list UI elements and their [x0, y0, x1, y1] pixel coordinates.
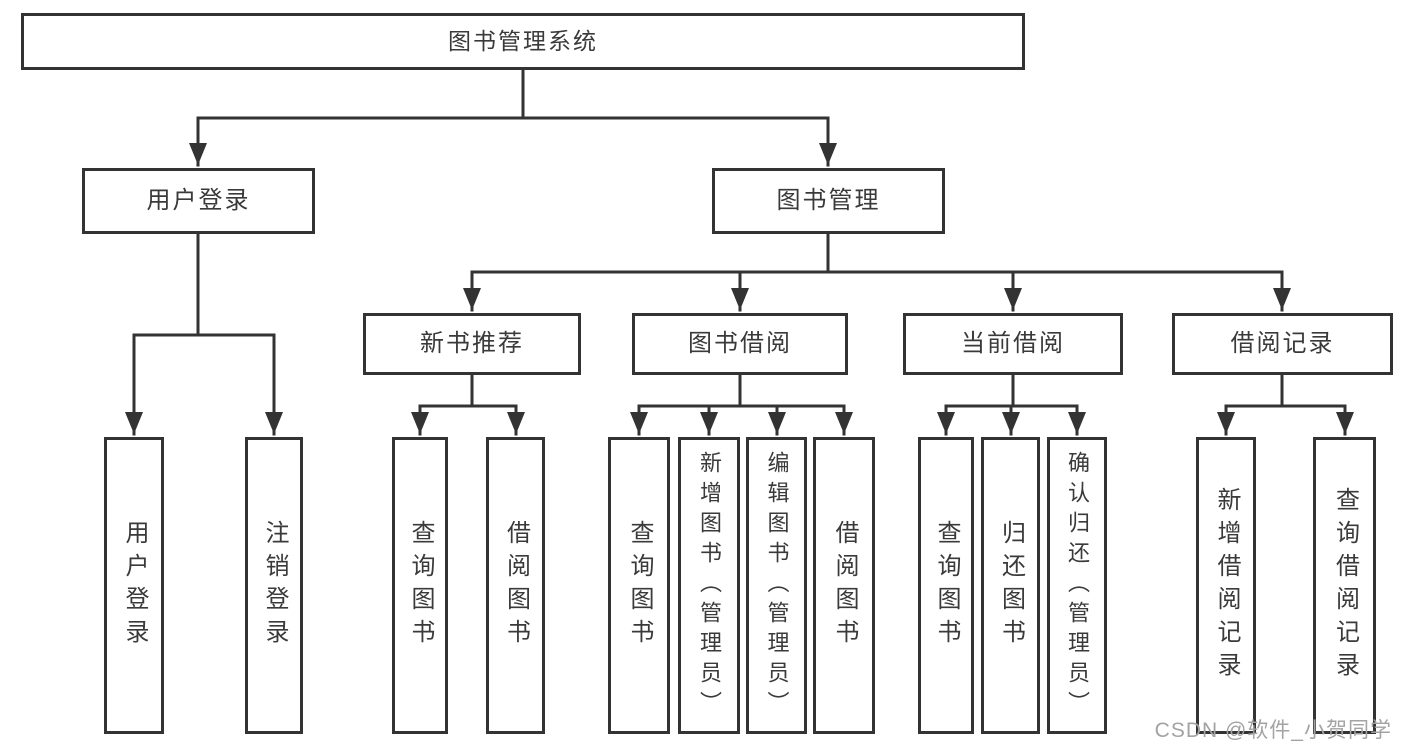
leaf-query-books-2: 查询图书: [608, 437, 670, 734]
leaf-add-borrow-record: 新增借阅记录: [1196, 437, 1256, 734]
node-book-borrow: 图书借阅: [632, 313, 848, 375]
node-new-book-recommend: 新书推荐: [363, 313, 581, 375]
leaf-borrow-books-2: 借阅图书: [813, 437, 875, 734]
node-user-login: 用户登录: [82, 168, 315, 234]
node-book-management: 图书管理: [712, 168, 945, 234]
node-borrow-records: 借阅记录: [1172, 313, 1393, 375]
leaf-borrow-books-1: 借阅图书: [486, 437, 545, 734]
csdn-watermark: CSDN @软件_小贺同学: [1154, 719, 1392, 742]
leaf-query-books-3: 查询图书: [918, 437, 974, 734]
leaf-logout: 注销登录: [245, 437, 303, 734]
leaf-confirm-return-admin: 确认归还（管理员）: [1047, 437, 1107, 734]
leaf-query-borrow-record: 查询借阅记录: [1313, 437, 1376, 734]
node-current-borrow: 当前借阅: [903, 313, 1123, 375]
leaf-edit-book-admin: 编辑图书（管理员）: [746, 437, 807, 734]
leaf-query-books-1: 查询图书: [392, 437, 448, 734]
leaf-user-login: 用户登录: [104, 437, 164, 734]
leaf-add-book-admin: 新增图书（管理员）: [678, 437, 740, 734]
node-root: 图书管理系统: [21, 13, 1025, 70]
leaf-return-book: 归还图书: [981, 437, 1040, 734]
